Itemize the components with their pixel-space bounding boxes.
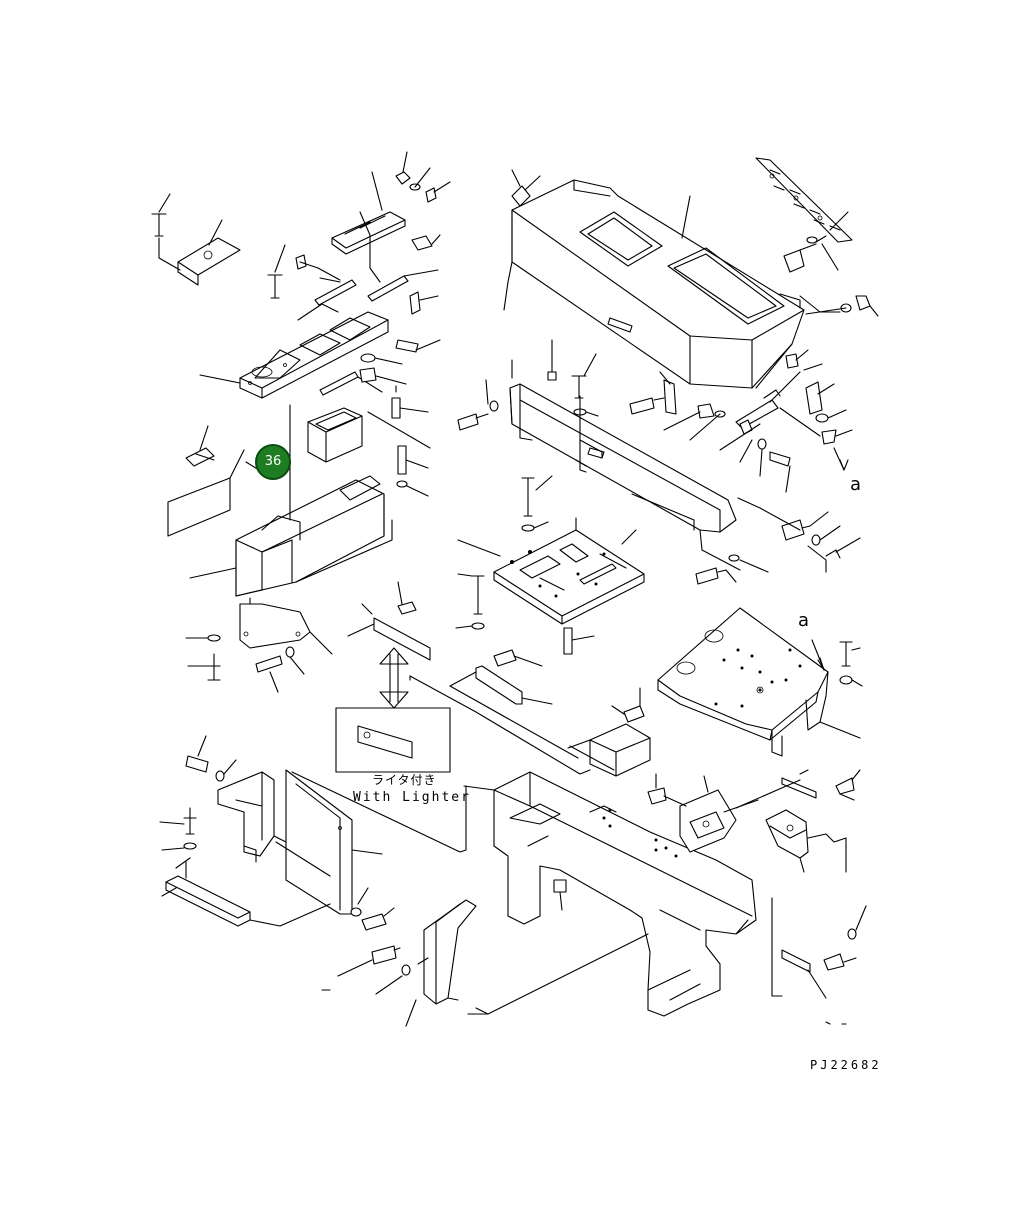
center-strap-group [409,649,591,775]
view-marker-a-bottom: a [798,610,810,631]
lighter-label-japanese: ライタ付き [372,773,437,787]
right-rail-fasteners [695,497,861,585]
console-bracket [185,597,333,693]
center-rail-fasteners [457,339,726,473]
left-lower-panel-group [159,735,495,931]
right-top-cover-plate [755,157,879,317]
right-linkage-group [719,349,853,493]
center-side-rail [509,359,741,571]
drawing-number: PJ22682 [810,1058,882,1072]
assembly-leader-lines [409,675,759,813]
center-lower-box [567,687,651,777]
lighter-plate-group [335,581,451,773]
lower-console-tray [189,404,393,597]
left-side-panel [167,425,245,537]
console-rail-group [199,171,439,399]
part-callout-badge[interactable]: 36 [255,444,291,480]
top-fasteners [359,151,451,385]
part-callout-number: 36 [264,454,282,469]
console-box-group [307,385,431,497]
right-floor-plate [657,607,863,757]
center-mounting-plate [455,475,645,655]
left-upper-plate-group [151,193,241,286]
center-top-cover [503,169,805,389]
main-frame-assembly [493,771,757,1017]
view-marker-a-top: a [850,474,862,495]
lower-right-bracket [771,897,867,1025]
right-frame-bracket [735,769,861,873]
lighter-label-english: With Lighter [353,790,471,805]
lower-duct-group [321,899,649,1027]
